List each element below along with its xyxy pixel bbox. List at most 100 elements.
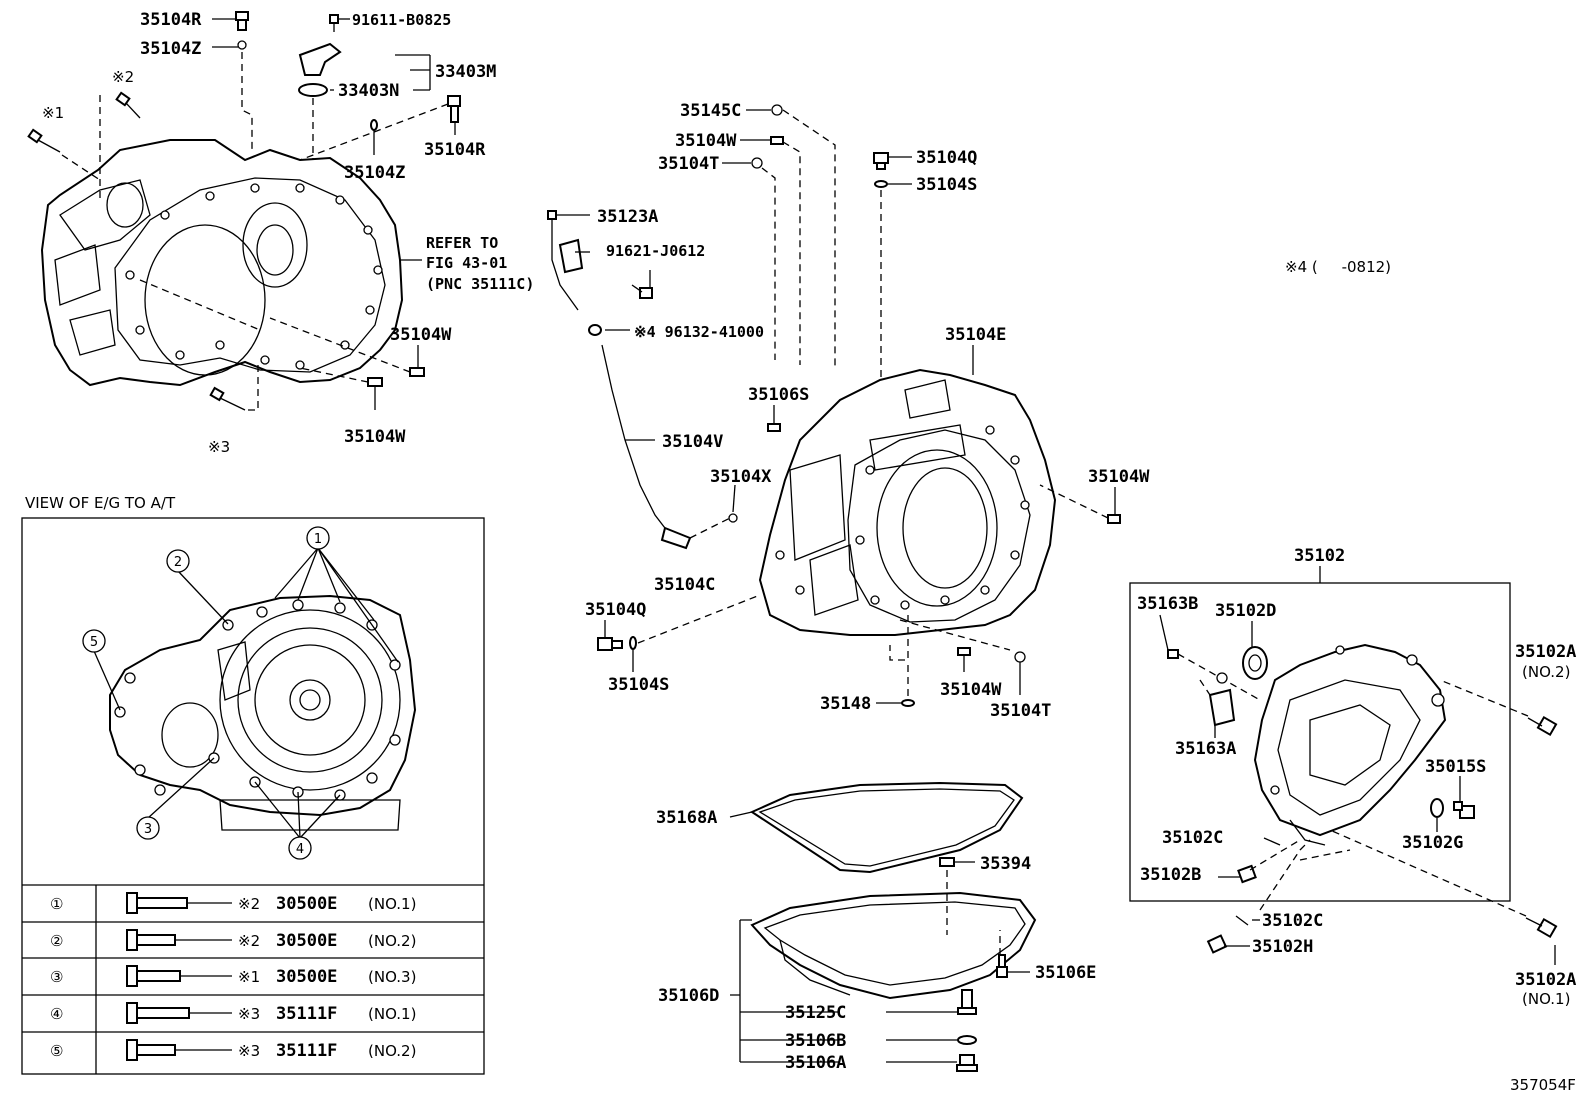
label-35163A: 35163A [1175,739,1236,759]
bolt-note1 [27,128,61,153]
oring-35145C [771,104,783,116]
label-91611: 91611-B0825 [352,11,451,29]
table-row: ① ※2 30500E (NO.1) [50,894,416,914]
row-note: ※3 [238,1042,260,1060]
pin-35104W-e [957,647,971,656]
view-box [21,517,485,1075]
pin-35104W-c [770,136,784,145]
label-35106A: 35106A [785,1053,846,1073]
oring-35104Z-top [237,40,247,50]
label-35102: 35102 [1294,546,1345,566]
part-labels: 35104R 91611-B0825 35104Z 33403M 33403N … [42,10,1576,1094]
label-35102A-1: 35102A [1515,970,1576,990]
label-35104S-b: 35104S [608,675,669,695]
label-35148: 35148 [820,694,871,714]
callout-4 [288,836,312,860]
row-index: ① [50,895,63,913]
label-35104Q-b: 35104Q [585,600,646,620]
bolt-35104Q-top [873,152,889,170]
row-index: ③ [50,968,63,986]
pin-35104W-d [1107,514,1121,524]
label-note1-top: ※1 [42,104,64,122]
pin-35106S [767,423,781,432]
label-35102A-1-no: (NO.1) [1522,990,1570,1008]
label-35015S: 35015S [1425,757,1486,777]
row-no: (NO.2) [368,932,416,950]
label-note2-top: ※2 [112,68,134,86]
oring-33403N [298,83,328,97]
label-35106E: 35106E [1035,963,1096,983]
bolt-35106E [996,954,1008,978]
bolt-35102A-no2 [1527,715,1558,737]
label-refer-3: (PNC 35111C) [426,275,534,293]
bolt-91611 [329,14,350,32]
dipstick-tube [547,210,692,550]
callout-2 [166,549,190,573]
label-35106S: 35106S [748,385,809,405]
row-part: 30500E [276,931,337,951]
label-33403N: 33403N [338,81,399,101]
oring-35104T-a [751,157,763,169]
row-note: ※2 [238,895,260,913]
row-no: (NO.1) [368,1005,416,1023]
row-note: ※1 [238,968,260,986]
callout-5-text: 5 [90,635,98,650]
label-35102C-b: 35102C [1262,911,1323,931]
table-row: ④ ※3 35111F (NO.1) [50,1004,416,1024]
row-part: 35111F [276,1004,337,1024]
table-row: ⑤ ※3 35111F (NO.2) [50,1041,416,1061]
label-35104S-a: 35104S [916,175,977,195]
view-title: VIEW OF E/G TO A/T [25,494,176,512]
row-no: (NO.3) [368,968,416,986]
label-35125C: 35125C [785,1003,846,1023]
sensor-33403M [298,42,342,76]
bolt-note3 [209,386,246,411]
callout-1 [306,526,330,550]
label-note3-top: ※3 [208,438,230,456]
oring-35104X [728,513,738,523]
bracket-35163A [1208,672,1236,727]
label-35104W-a: 35104W [390,325,452,345]
row-index: ④ [50,1005,63,1023]
label-35102C-a: 35102C [1162,828,1223,848]
label-35102G: 35102G [1402,833,1463,853]
oring-35148 [901,699,915,707]
figure-number: 357054F [1510,1076,1576,1094]
table-bolt-icons [126,892,232,1061]
label-35104Q-a: 35104Q [916,148,977,168]
seal-35102G [1430,798,1444,818]
label-35102D: 35102D [1215,601,1276,621]
bolt-35104R-top [235,11,249,31]
callout-4-text: 4 [296,842,304,857]
transaxle-housing [40,139,404,387]
bolt-table: ① ※2 30500E (NO.1) ② ※2 30500E (NO.2) ③ … [50,894,416,1061]
label-35104W-d: 35104W [1088,467,1150,487]
label-refer-1: REFER TO [426,234,498,252]
label-35123A: 35123A [597,207,658,227]
label-35104X: 35104X [710,467,772,487]
bolt-91621 [631,284,653,299]
washer-35104S-a [874,180,888,188]
bearing-35102D [1242,646,1268,680]
pin-35104Z-mid [370,119,378,131]
plug-35125C [957,989,977,1015]
bolt-note2 [115,91,141,119]
row-note: ※3 [238,1005,260,1023]
label-35102H: 35102H [1252,937,1313,957]
row-no: (NO.2) [368,1042,416,1060]
bolt-35104Q-left [597,637,623,651]
row-no: (NO.1) [368,895,416,913]
label-35104W-b: 35104W [344,427,406,447]
label-35106D: 35106D [658,986,719,1006]
view-transaxle [109,594,417,831]
label-35104E: 35104E [945,325,1006,345]
label-35104T-a: 35104T [658,154,719,174]
label-35104W-c: 35104W [675,131,737,151]
row-part: 30500E [276,967,337,987]
pin-35104W-b [367,377,383,387]
row-index: ⑤ [50,1042,63,1060]
label-35104Z-mid: 35104Z [344,163,405,183]
label-35102B: 35102B [1140,865,1201,885]
label-35394: 35394 [980,854,1031,874]
pin-35104W-a [409,367,425,377]
